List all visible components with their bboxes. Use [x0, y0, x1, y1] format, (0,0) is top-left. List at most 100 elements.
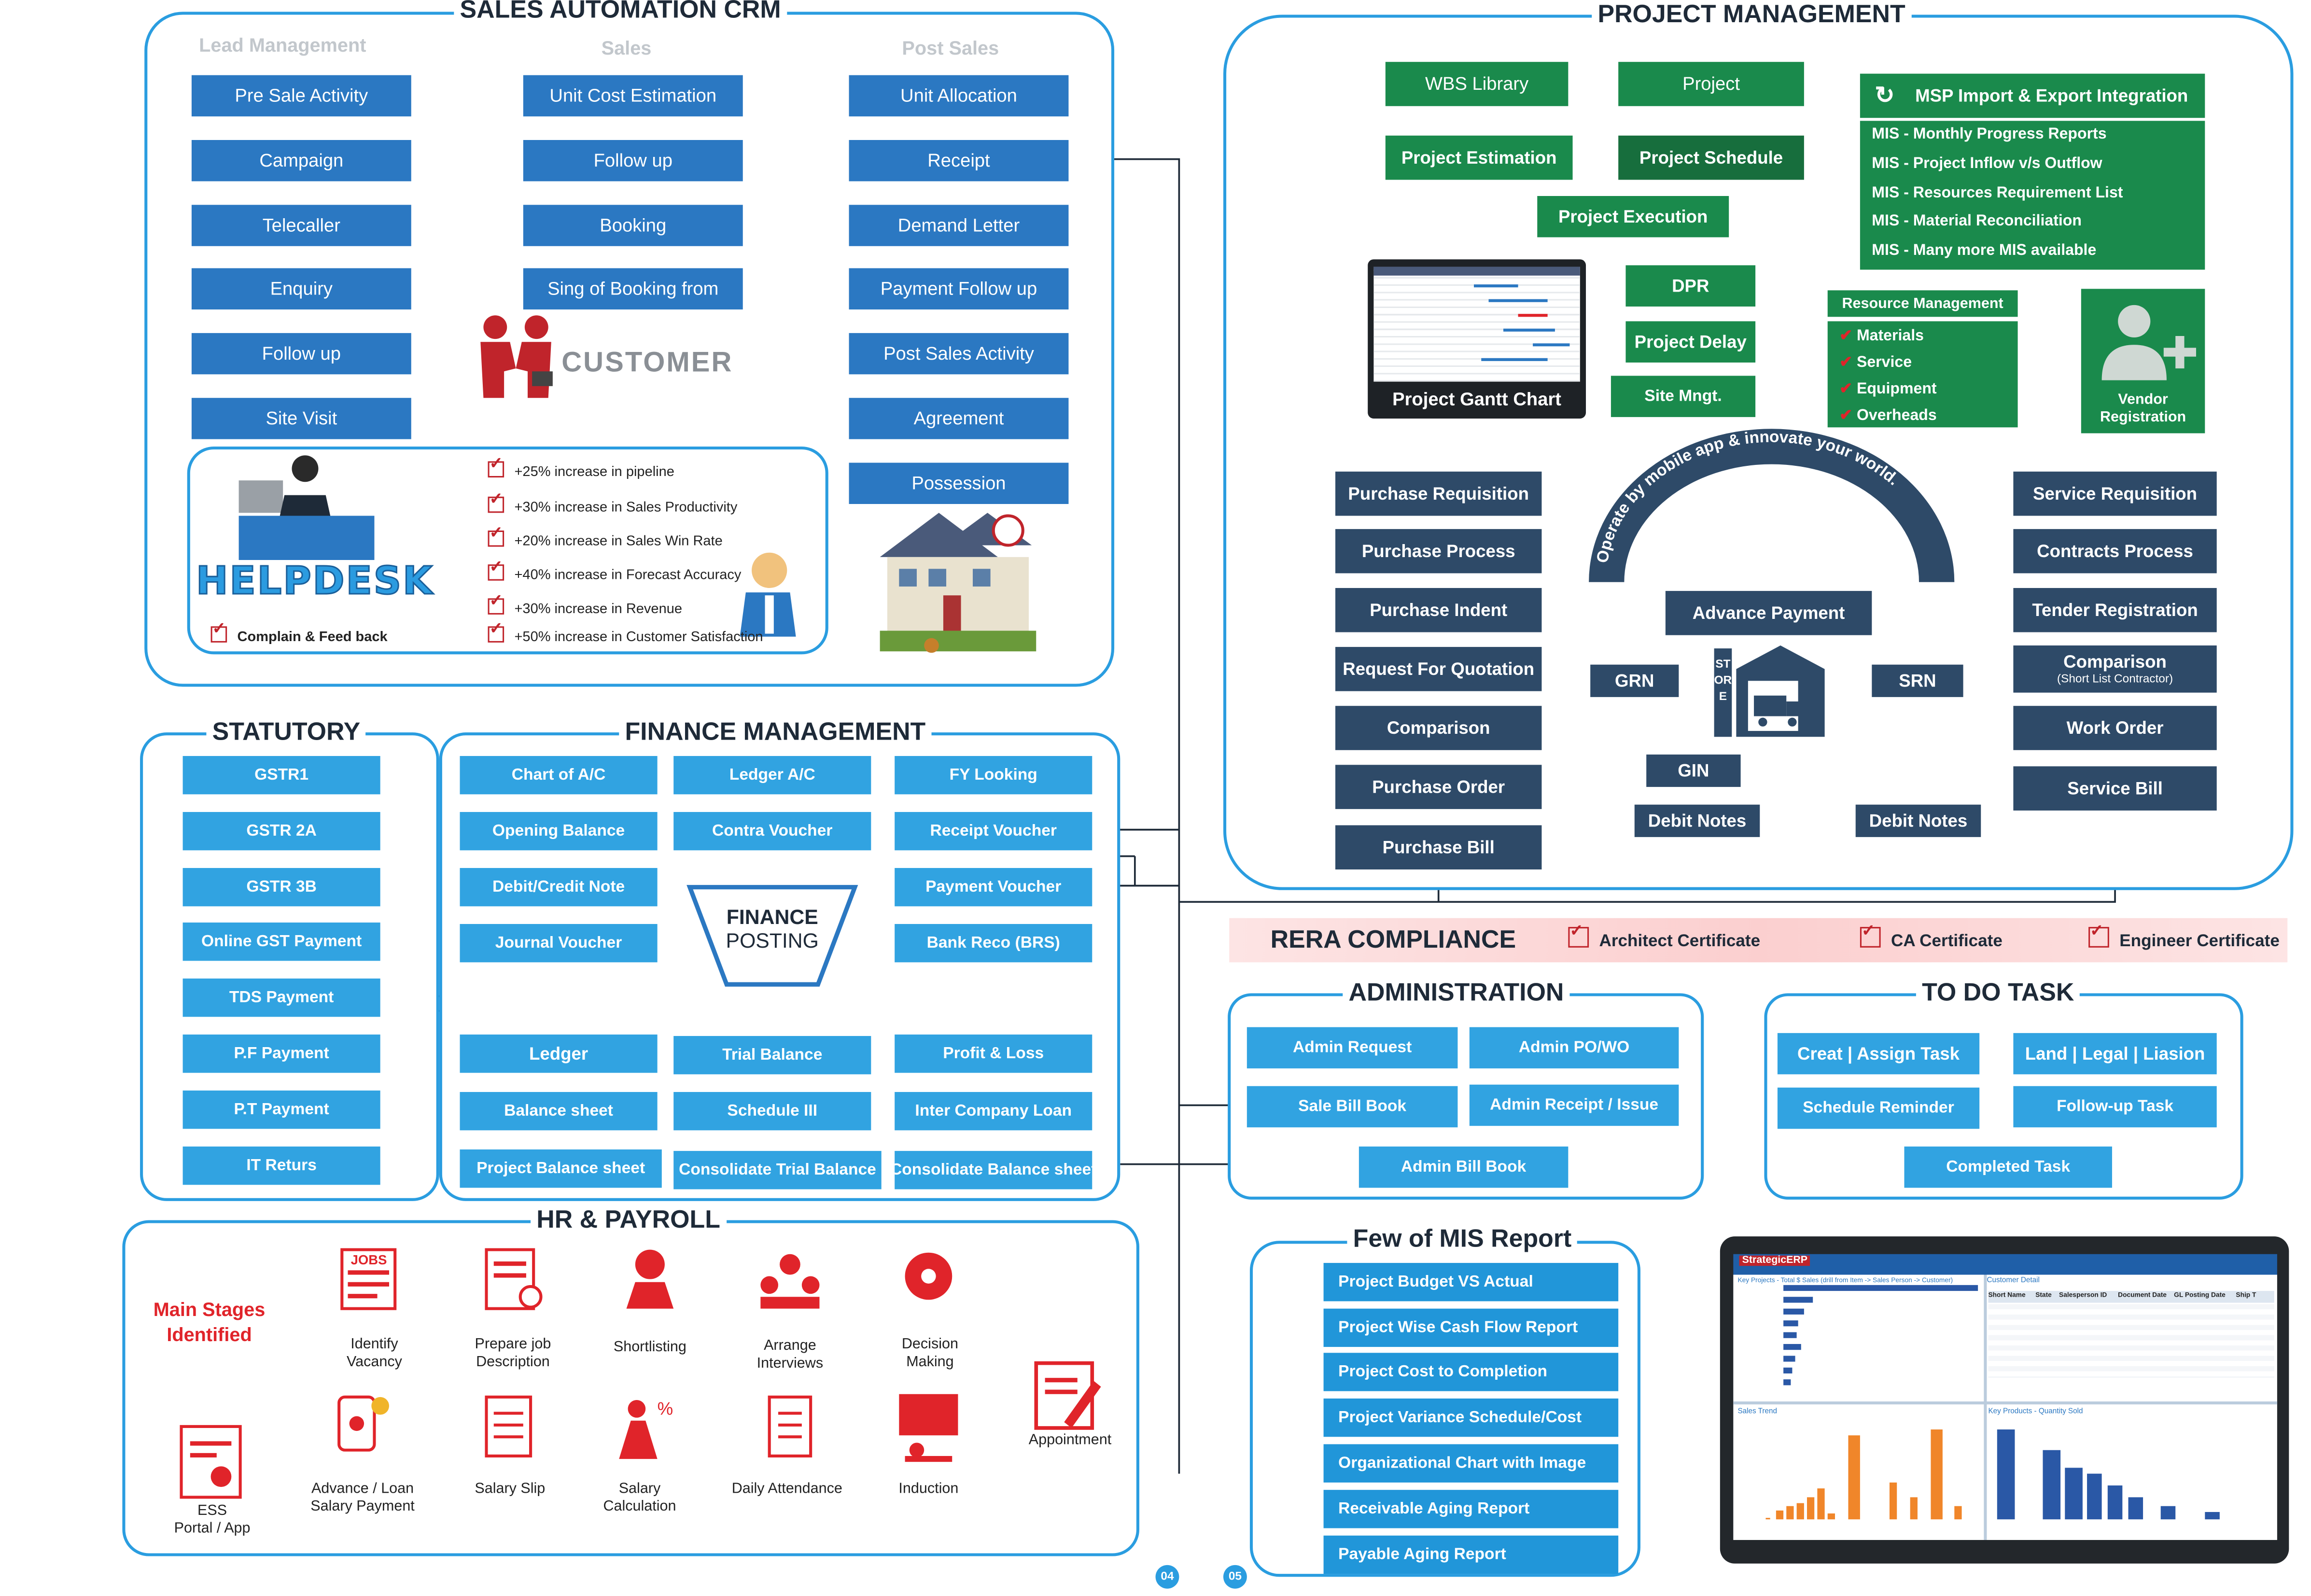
sale-bill-book-box[interactable]: Sale Bill Book — [1247, 1086, 1458, 1128]
tds-payment-box[interactable]: TDS Payment — [182, 978, 380, 1017]
work-order-box[interactable]: Work Order — [2013, 706, 2217, 750]
purchase-process-box[interactable]: Purchase Process — [1335, 529, 1542, 574]
online-gst-payment-box[interactable]: Online GST Payment — [182, 922, 380, 961]
unit-cost-estimation-box[interactable]: Unit Cost Estimation — [523, 75, 743, 117]
balance-sheet-box[interactable]: Balance sheet — [460, 1092, 658, 1131]
gstr1-box[interactable]: GSTR1 — [182, 756, 380, 795]
dpr-box[interactable]: DPR — [1625, 265, 1756, 307]
vendor-registration-box[interactable]: Vendor Registration — [2081, 289, 2205, 434]
demand-letter-box[interactable]: Demand Letter — [849, 205, 1069, 246]
resource-management-title: Resource Management — [1827, 290, 2018, 317]
booking-box[interactable]: Booking — [523, 205, 743, 246]
pre-sale-activity-box[interactable]: Pre Sale Activity — [191, 75, 411, 117]
payment-voucher-box[interactable]: Payment Voucher — [895, 868, 1092, 907]
opening-balance-box[interactable]: Opening Balance — [460, 812, 658, 851]
project-execution-box[interactable]: Project Execution — [1537, 196, 1729, 238]
purchase-order-box[interactable]: Purchase Order — [1335, 765, 1542, 809]
svg-text:%: % — [658, 1399, 673, 1418]
consolidate-trial-balance-box[interactable]: Consolidate Trial Balance — [673, 1151, 882, 1190]
mis-title: Few of MIS Report — [1347, 1224, 1578, 1254]
admin-request-box[interactable]: Admin Request — [1247, 1027, 1458, 1069]
admin-receipt-issue-box[interactable]: Admin Receipt / Issue — [1469, 1084, 1679, 1126]
create-assign-task-box[interactable]: Creat | Assign Task — [1777, 1033, 1980, 1075]
project-estimation-box[interactable]: Project Estimation — [1385, 135, 1573, 180]
agreement-box[interactable]: Agreement — [849, 398, 1069, 439]
contra-voucher-box[interactable]: Contra Voucher — [673, 812, 871, 851]
advance-loan-label: Advance / Loan Salary Payment — [310, 1481, 415, 1515]
consolidate-balance-sheet-box[interactable]: Consolidate Balance sheet — [895, 1151, 1092, 1190]
mis-report-2[interactable]: Project Wise Cash Flow Report — [1323, 1308, 1619, 1347]
schedule-iii-box[interactable]: Schedule III — [673, 1092, 871, 1131]
gin-box[interactable]: GIN — [1646, 754, 1741, 787]
purchase-debit-notes-box[interactable]: Debit Notes — [1634, 804, 1760, 837]
service-debit-notes-box[interactable]: Debit Notes — [1855, 804, 1981, 837]
project-schedule-box[interactable]: Project Schedule — [1618, 135, 1804, 180]
contracts-process-box[interactable]: Contracts Process — [2013, 529, 2217, 574]
benefit-3: +20% increase in Sales Win Rate — [488, 525, 723, 551]
receipt-box[interactable]: Receipt — [849, 140, 1069, 182]
tender-registration-box[interactable]: Tender Registration — [2013, 588, 2217, 632]
msp-integration-box[interactable]: ↻MSP Import & Export Integration — [1860, 73, 2205, 118]
profit-loss-box[interactable]: Profit & Loss — [895, 1034, 1092, 1073]
schedule-reminder-box[interactable]: Schedule Reminder — [1777, 1087, 1980, 1129]
site-visit-box[interactable]: Site Visit — [191, 398, 411, 439]
lead-follow-up-box[interactable]: Follow up — [191, 333, 411, 375]
purchase-requisition-box[interactable]: Purchase Requisition — [1335, 471, 1542, 516]
purchase-comparison-box[interactable]: Comparison — [1335, 706, 1542, 750]
resource-service: ✔ Service — [1839, 353, 1912, 372]
service-comparison-box[interactable]: Comparison (Short List Contractor) — [2013, 645, 2217, 693]
admin-po-wo-box[interactable]: Admin PO/WO — [1469, 1027, 1679, 1069]
land-legal-liasion-box[interactable]: Land | Legal | Liasion — [2013, 1033, 2217, 1075]
mis-report-1[interactable]: Project Budget VS Actual — [1323, 1263, 1619, 1302]
advance-payment-box[interactable]: Advance Payment — [1665, 591, 1872, 635]
journal-voucher-box[interactable]: Journal Voucher — [460, 924, 658, 963]
follow-up-task-box[interactable]: Follow-up Task — [2013, 1086, 2217, 1128]
wbs-library-box[interactable]: WBS Library — [1385, 62, 1569, 106]
mis-report-6[interactable]: Receivable Aging Report — [1323, 1490, 1619, 1528]
debit-credit-note-box[interactable]: Debit/Credit Note — [460, 868, 658, 907]
bank-reco-box[interactable]: Bank Reco (BRS) — [895, 924, 1092, 963]
chart-of-ac-box[interactable]: Chart of A/C — [460, 756, 658, 795]
booking-form-box[interactable]: Sing of Booking from — [523, 268, 743, 310]
pf-payment-box[interactable]: P.F Payment — [182, 1034, 380, 1073]
service-requisition-box[interactable]: Service Requisition — [2013, 471, 2217, 516]
ledger-ac-box[interactable]: Ledger A/C — [673, 756, 871, 795]
it-returns-box[interactable]: IT Returs — [182, 1146, 380, 1185]
enquiry-box[interactable]: Enquiry — [191, 268, 411, 310]
pt-payment-box[interactable]: P.T Payment — [182, 1090, 380, 1129]
campaign-box[interactable]: Campaign — [191, 140, 411, 182]
site-management-box[interactable]: Site Mngt. — [1611, 376, 1756, 417]
admin-bill-book-box[interactable]: Admin Bill Book — [1359, 1146, 1569, 1188]
gstr-2a-box[interactable]: GSTR 2A — [182, 812, 380, 851]
sales-follow-up-box[interactable]: Follow up — [523, 140, 743, 182]
purchase-indent-box[interactable]: Purchase Indent — [1335, 588, 1542, 632]
request-for-quotation-box[interactable]: Request For Quotation — [1335, 647, 1542, 691]
receipt-voucher-box[interactable]: Receipt Voucher — [895, 812, 1092, 851]
telecaller-box[interactable]: Telecaller — [191, 205, 411, 246]
possession-box[interactable]: Possession — [849, 462, 1069, 504]
mis-report-5[interactable]: Organizational Chart with Image — [1323, 1444, 1619, 1483]
project-balance-sheet-box[interactable]: Project Balance sheet — [460, 1149, 662, 1188]
purchase-bill-box[interactable]: Purchase Bill — [1335, 825, 1542, 870]
project-delay-box[interactable]: Project Delay — [1625, 321, 1756, 363]
inter-company-loan-box[interactable]: Inter Company Loan — [895, 1092, 1092, 1131]
mis-report-4[interactable]: Project Variance Schedule/Cost — [1323, 1398, 1619, 1437]
srn-box[interactable]: SRN — [1872, 664, 1963, 697]
unit-allocation-box[interactable]: Unit Allocation — [849, 75, 1069, 117]
service-bill-box[interactable]: Service Bill — [2013, 766, 2217, 811]
completed-task-box[interactable]: Completed Task — [1904, 1146, 2112, 1188]
project-box[interactable]: Project — [1618, 62, 1804, 106]
payment-follow-up-box[interactable]: Payment Follow up — [849, 268, 1069, 310]
post-sales-activity-box[interactable]: Post Sales Activity — [849, 333, 1069, 375]
fy-looking-box[interactable]: FY Looking — [895, 756, 1092, 795]
mis-report-3[interactable]: Project Cost to Completion — [1323, 1353, 1619, 1391]
gstr-3b-box[interactable]: GSTR 3B — [182, 868, 380, 907]
ledger-box[interactable]: Ledger — [460, 1034, 658, 1073]
mis-report-7[interactable]: Payable Aging Report — [1323, 1535, 1619, 1574]
trial-balance-box[interactable]: Trial Balance — [673, 1036, 871, 1075]
rera-engineer: Engineer Certificate — [2088, 921, 2280, 951]
grn-box[interactable]: GRN — [1590, 664, 1679, 697]
